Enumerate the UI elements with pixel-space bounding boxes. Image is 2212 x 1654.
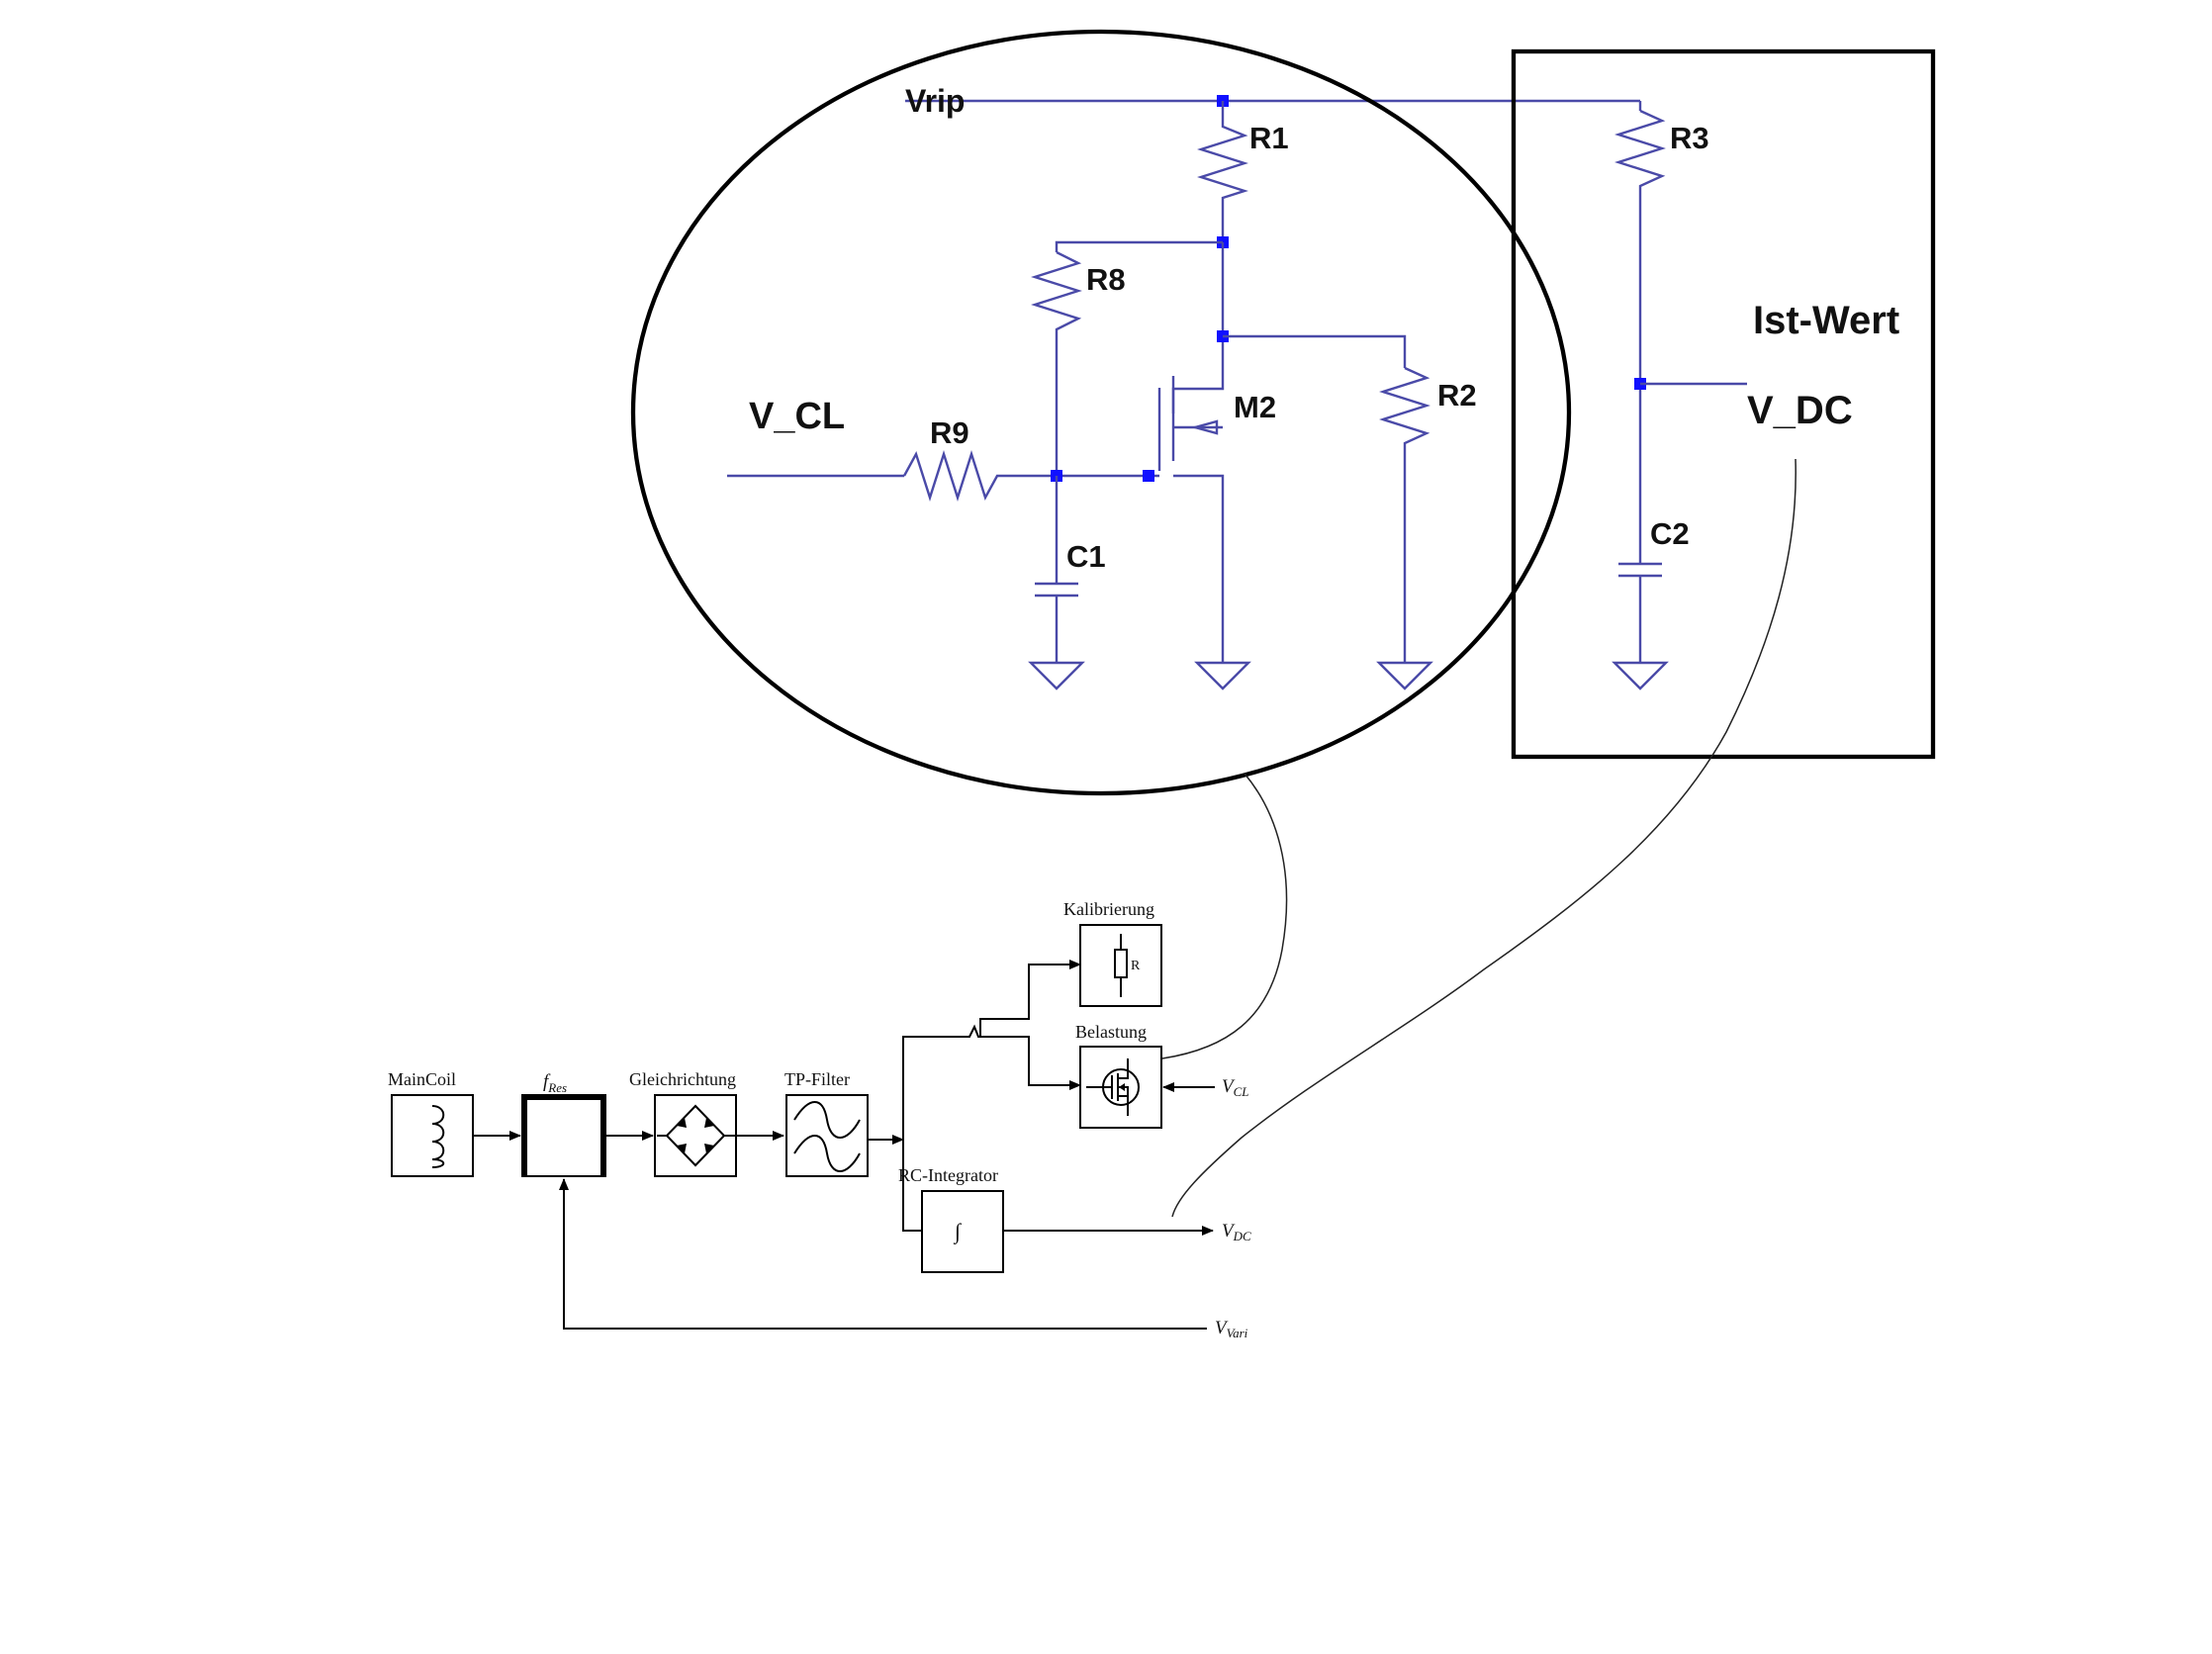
node-gate-right (1143, 470, 1154, 482)
gleichrichtung-label: Gleichrichtung (629, 1069, 736, 1089)
v-vari-signal-label: VVari (1215, 1318, 1248, 1340)
integral-symbol: ∫ (953, 1219, 963, 1244)
m2-ground-symbol (1194, 661, 1251, 690)
f-res-frame-icon (521, 1094, 606, 1176)
r3-label: R3 (1670, 121, 1709, 155)
c2-ground-symbol (1612, 661, 1669, 690)
callout-curve-belastung (1161, 773, 1288, 1059)
tp-filter-label: TP-Filter (784, 1069, 850, 1089)
coil-icon (431, 1105, 445, 1168)
v-cl-label: V_CL (749, 396, 845, 437)
v-dc-label: V_DC (1747, 389, 1853, 432)
v-cl-signal-label: VCL (1222, 1076, 1249, 1099)
sine-wave-icon (793, 1101, 861, 1172)
f-res-block (521, 1094, 606, 1177)
main-coil-block (391, 1094, 474, 1177)
ist-wert-frame (1511, 48, 1936, 760)
c2-label: C2 (1650, 516, 1690, 551)
rc-integrator-block (921, 1190, 1004, 1273)
r2-top-wire (1223, 334, 1407, 368)
r2-label: R2 (1437, 378, 1477, 413)
zoom-ellipse (630, 29, 1572, 796)
resistor-r-text: R (1131, 959, 1141, 973)
c2-capacitor (1618, 562, 1662, 663)
r1-resistor (1197, 101, 1248, 242)
wire-to-rc (902, 1140, 922, 1232)
m2-mosfet (1157, 376, 1225, 663)
callout-curve-v-dc (1171, 458, 1797, 1218)
ist-wert-label: Ist-Wert (1753, 299, 1899, 342)
f-res-label: fRes (543, 1071, 567, 1095)
r2-resistor (1379, 366, 1430, 663)
r1-label: R1 (1249, 121, 1289, 155)
c1-label: C1 (1066, 539, 1106, 574)
v-dc-signal-label: VDC (1222, 1221, 1251, 1243)
bridge-rectifier-icon (657, 1104, 736, 1167)
kalibrierung-label: Kalibrierung (1063, 899, 1154, 919)
branch-wire (902, 964, 1080, 1140)
r2-ground-symbol (1376, 661, 1433, 690)
drain-wire (1171, 242, 1225, 414)
mosfet-icon (1086, 1058, 1140, 1116)
c1-ground-symbol (1028, 661, 1085, 690)
m2-label: M2 (1234, 390, 1276, 424)
r8-resistor (1031, 250, 1082, 475)
belastung-label: Belastung (1075, 1022, 1147, 1042)
schematic: Vrip R1 R8 R2 M2 R9 V_CL (630, 29, 1936, 796)
tp-filter-block (785, 1094, 869, 1177)
r9-resistor (902, 450, 1159, 502)
r9-label: R9 (930, 415, 969, 450)
main-coil-label: MainCoil (388, 1069, 456, 1089)
r8-label: R8 (1086, 262, 1126, 297)
r8-top-wire (1055, 240, 1223, 252)
block-diagram: MainCoil fRes Gleichrichtung TP-Filter K… (388, 899, 1251, 1340)
arrow-to-belastung (980, 1036, 1081, 1090)
v-vari-feedback-wire (559, 1178, 1207, 1330)
c1-capacitor (1035, 476, 1078, 663)
rc-integrator-label: RC-Integrator (898, 1165, 998, 1185)
resistor-icon (1114, 934, 1128, 997)
r3-resistor (1614, 109, 1666, 564)
vrip-label: Vrip (905, 83, 965, 119)
